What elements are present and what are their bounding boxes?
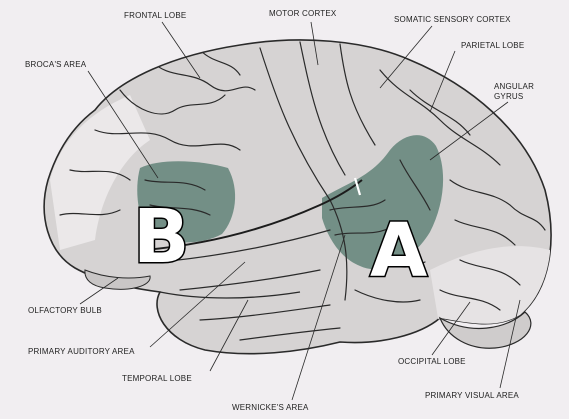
- label-angular: ANGULAR: [494, 83, 534, 91]
- label-parietal-lobe: PARIETAL LOBE: [461, 42, 524, 50]
- label-primary-auditory-area: PRIMARY AUDITORY AREA: [28, 348, 135, 356]
- label-brocas-area: BROCA'S AREA: [25, 61, 86, 69]
- label-frontal-lobe: FRONTAL LOBE: [124, 12, 186, 20]
- label-gyrus: GYRUS: [494, 93, 523, 101]
- marker-a: A: [370, 214, 427, 288]
- label-primary-visual-area: PRIMARY VISUAL AREA: [425, 392, 519, 400]
- label-temporal-lobe: TEMPORAL LOBE: [122, 375, 192, 383]
- label-wernickes-area: WERNICKE'S AREA: [232, 404, 309, 412]
- marker-b: B: [133, 200, 189, 274]
- label-olfactory-bulb: OLFACTORY BULB: [28, 307, 102, 315]
- label-occipital-lobe: OCCIPITAL LOBE: [398, 358, 466, 366]
- label-motor-cortex: MOTOR CORTEX: [269, 10, 336, 18]
- label-somatic-sensory-cortex: SOMATIC SENSORY CORTEX: [394, 16, 511, 24]
